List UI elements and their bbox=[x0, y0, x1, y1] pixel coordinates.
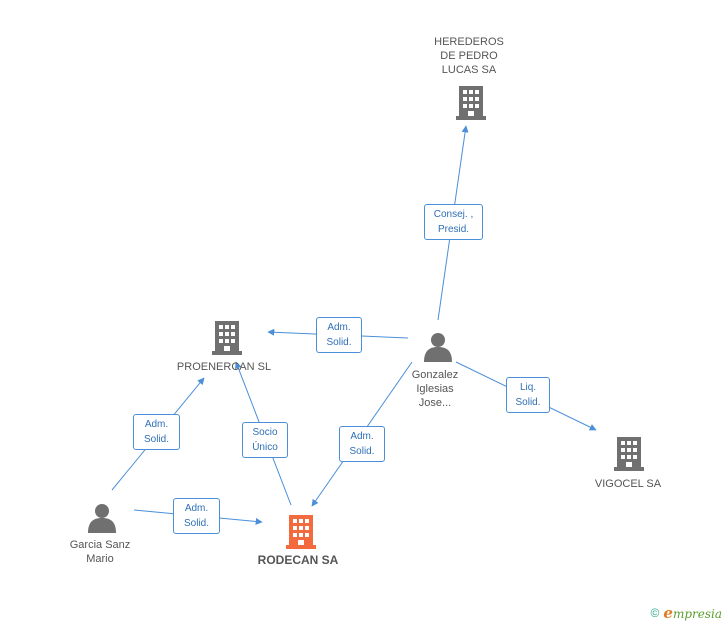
building-icon[interactable] bbox=[456, 86, 486, 120]
node-label: VIGOCEL SA bbox=[594, 478, 662, 490]
edge-label-adm-rodecan[interactable]: Adm. Solid. bbox=[339, 426, 385, 462]
node-label: HEREDEROS DE PEDRO LUCAS SA bbox=[434, 36, 504, 76]
edge-label-adm-proenercan[interactable]: Adm. Solid. bbox=[316, 317, 362, 353]
edge-label-adm-garcia-proenercan[interactable]: Adm. Solid. bbox=[133, 414, 180, 450]
person-icon[interactable] bbox=[88, 504, 116, 533]
edge-label-socio[interactable]: Socio Único bbox=[242, 422, 288, 458]
building-icon[interactable] bbox=[212, 321, 242, 355]
copyright-footer: © empresia bbox=[651, 604, 722, 622]
logo-initial: e bbox=[663, 604, 673, 622]
edge-label-liq[interactable]: Liq. Solid. bbox=[506, 377, 550, 413]
edge-label-consej[interactable]: Consej. , Presid. bbox=[424, 204, 483, 240]
building-icon[interactable] bbox=[286, 515, 316, 549]
edge-label-adm-garcia-rodecan[interactable]: Adm. Solid. bbox=[173, 498, 220, 534]
empresia-logo[interactable]: empresia bbox=[663, 604, 722, 622]
node-label: Gonzalez Iglesias Jose... bbox=[411, 369, 459, 409]
building-icon[interactable] bbox=[614, 437, 644, 471]
logo-text: mpresia bbox=[672, 607, 722, 621]
person-icon[interactable] bbox=[424, 333, 452, 362]
node-label: Garcia Sanz Mario bbox=[69, 539, 131, 565]
node-label: PROENERCAN SL bbox=[176, 361, 272, 373]
copyright-icon: © bbox=[650, 606, 660, 620]
node-label: RODECAN SA bbox=[257, 553, 339, 567]
